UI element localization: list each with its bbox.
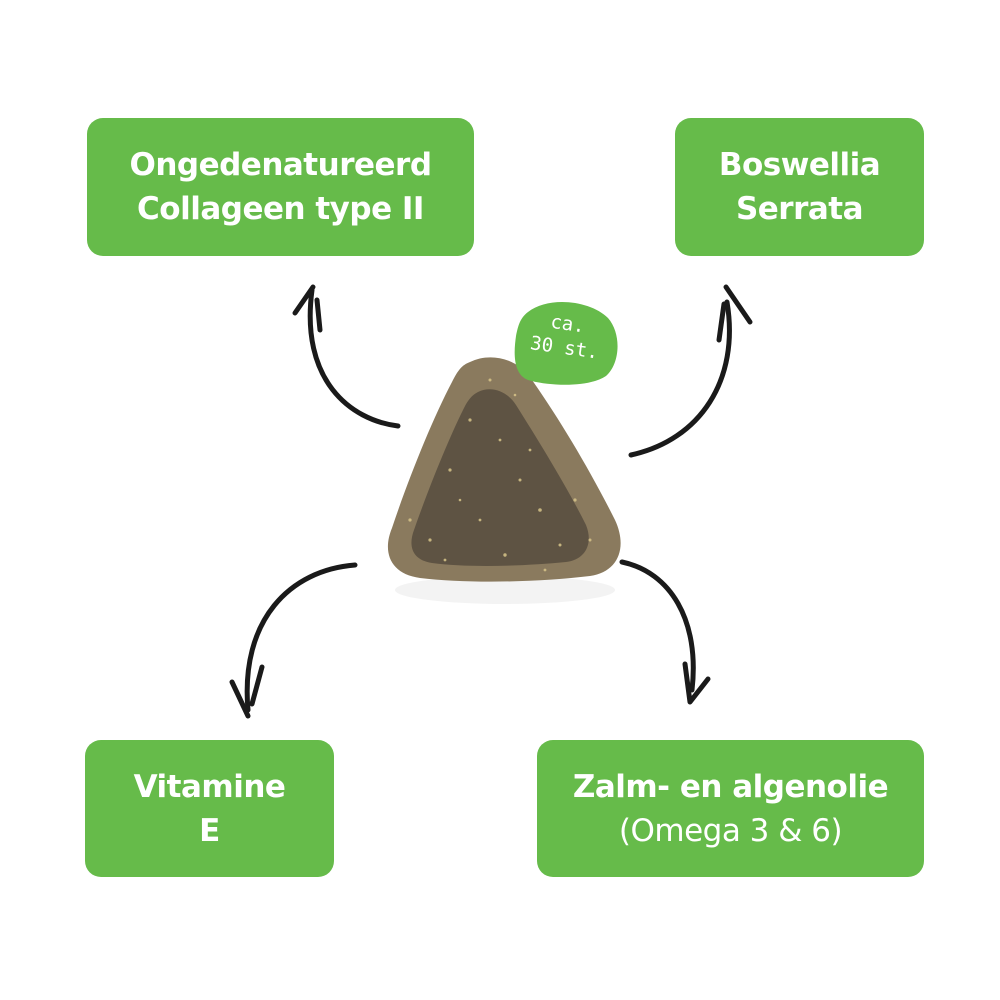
ingredient-box-boswellia: Boswellia Serrata (675, 118, 924, 256)
count-badge-shape (514, 301, 618, 385)
ingredient-label-line2: Serrata (735, 191, 864, 227)
ingredient-label-line2: (Omega 3 & 6) (618, 812, 843, 849)
arrow-to-omega-icon (619, 559, 711, 705)
ingredient-box-collagen: Ongedenatureerd Collageen type II (87, 118, 474, 256)
arrow-to-vitamine-e-icon (229, 562, 358, 719)
ingredient-label-line2: Collageen type II (137, 191, 424, 227)
arrow-to-collagen-icon (292, 284, 401, 429)
ingredient-label-line1: Boswellia (718, 147, 881, 183)
ingredient-label-line2: E (199, 812, 220, 849)
ingredient-box-omega-oil: Zalm- en algenolie (Omega 3 & 6) (537, 740, 924, 877)
ingredient-label-line1: Vitamine (133, 768, 286, 805)
product-chew-image (387, 357, 621, 604)
ingredient-label-line1: Zalm- en algenolie (572, 768, 889, 805)
ingredient-box-vitamine-e: Vitamine E (85, 740, 334, 877)
arrow-to-boswellia-icon (628, 284, 753, 458)
ingredient-label-line1: Ongedenatureerd (129, 147, 432, 183)
